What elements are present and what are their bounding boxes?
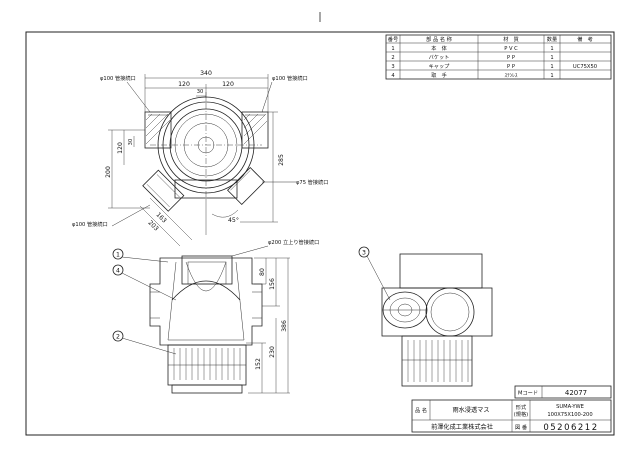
callout-3-label: 3 [362, 250, 366, 257]
dim-30-top: 30 [197, 89, 204, 95]
parts-row-qty: 1 [550, 55, 553, 61]
parts-row-no: 3 [391, 64, 394, 70]
parts-header-note: 備 考 [577, 35, 593, 43]
m-code-label: Mコード [518, 390, 538, 397]
parts-row-no: 1 [391, 46, 394, 52]
callout-2 [112, 330, 124, 342]
callout-1 [112, 248, 124, 260]
label-left-port: φ100 管接続口 [100, 74, 136, 82]
label-right-port: φ100 管接続口 [272, 74, 308, 82]
parts-header-qty: 数量 [547, 35, 557, 43]
callout-1-label: 1 [116, 252, 120, 259]
dim-120-side: 120 [117, 142, 124, 154]
parts-row-qty: 1 [550, 64, 553, 70]
label-riser-port: φ200 立上り管接続口 [268, 238, 319, 246]
title-block: Mコード 42077 品 名 雨水浸透マス 形式 (規格) SUMA-YWE 1… [411, 385, 612, 433]
parts-row-qty: 1 [550, 46, 553, 52]
callout-3 [358, 246, 370, 258]
parts-table: 番号 部 品 名 称 材 質 数量 備 考 1 本 体 P V C 1 2 バケ… [385, 34, 612, 80]
parts-row-name: 取 手 [431, 71, 447, 79]
dim-30-side: 30 [128, 139, 134, 146]
parts-row-material: P P [507, 55, 515, 61]
parts-header-no: 番号 [388, 36, 398, 43]
dim-80: 80 [259, 268, 266, 276]
dim-230: 230 [269, 346, 276, 358]
front-view: φ200 立上り管接続口 80 [112, 238, 319, 394]
drawing-no-value: 05206212 [543, 423, 598, 433]
parts-row-material: ｽﾃﾝﾚｽ [505, 72, 518, 79]
label-bottom-port: φ100 管接続口 [72, 220, 108, 228]
spec-value: 100X75X100-200 [547, 412, 592, 418]
dim-386: 386 [281, 320, 288, 332]
product-name: 雨水浸透マス [452, 406, 489, 414]
side-view: 3 [358, 246, 493, 387]
label-75-port: φ75 管接続口 [296, 178, 328, 186]
parts-header-name: 部 品 名 称 [426, 35, 452, 43]
name-label: 品 名 [415, 406, 427, 414]
parts-row-note: UC75X50 [573, 64, 597, 70]
parts-row-name: バケット [429, 54, 450, 61]
dim-285: 285 [278, 154, 285, 166]
dim-right-120: 120 [222, 81, 234, 88]
sheet-border [25, 31, 615, 436]
parts-header-material: 材 質 [503, 35, 519, 43]
angle-45: 45° [228, 216, 239, 224]
dim-200: 200 [105, 166, 112, 178]
dim-152: 152 [255, 358, 262, 370]
m-code-value: 42077 [565, 389, 587, 397]
callout-2-label: 2 [116, 334, 120, 341]
parts-row-no: 4 [391, 73, 395, 79]
parts-row-name: 本 体 [431, 44, 447, 52]
model-sub-label: (規格) [514, 410, 528, 418]
dim-156: 156 [269, 278, 276, 290]
parts-row-material: P P [507, 64, 515, 70]
dim-overall: 340 [200, 70, 212, 77]
drawing-no-label: 図 番 [515, 424, 528, 431]
dim-203: 203 [146, 219, 159, 232]
model-value: SUMA-YWE [556, 404, 584, 410]
company-name: 前澤化成工業株式会社 [431, 423, 493, 431]
parts-row-qty: 1 [550, 73, 553, 79]
parts-row-name: キャップ [429, 63, 451, 70]
model-label: 形式 [516, 403, 527, 411]
plan-view: 340 120 120 30 φ100 管接続口 φ100 管接続口 [72, 70, 328, 247]
parts-row-material: P V C [504, 46, 518, 52]
callout-4 [112, 264, 124, 276]
parts-row-no: 2 [391, 55, 394, 61]
dim-left-120: 120 [178, 81, 190, 88]
callout-4-label: 4 [116, 268, 120, 275]
